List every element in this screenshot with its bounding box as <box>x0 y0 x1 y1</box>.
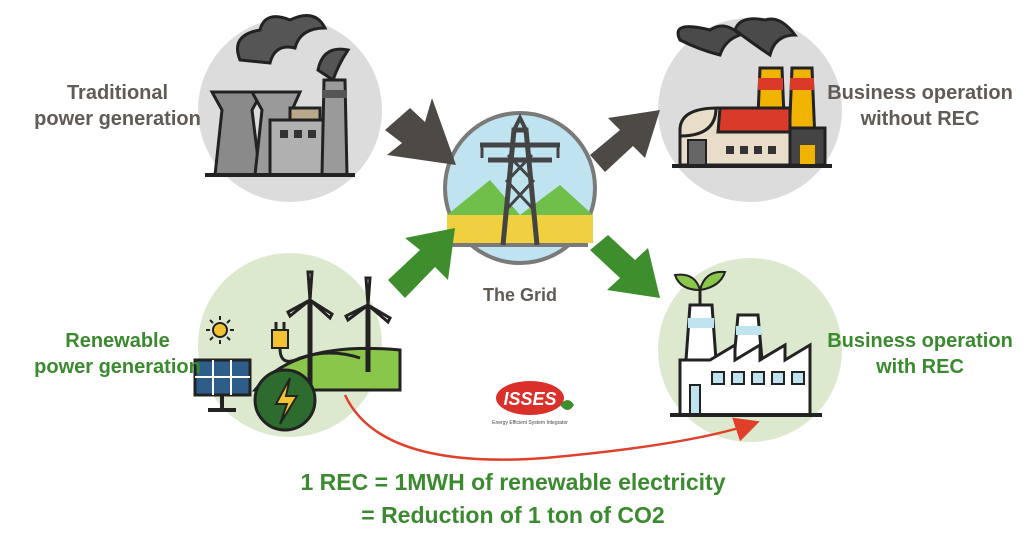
without-rec-label-line1: Business operation <box>827 82 1013 104</box>
with-rec-label-line2: with REC <box>876 356 964 378</box>
arrow-renewable-to-grid <box>388 228 455 298</box>
renewable-label-line1: Renewable <box>65 330 170 352</box>
arrow-grid-to-without-rec <box>590 110 660 172</box>
isses-logo: ISSES Energy Efficient System Integrator <box>492 381 574 426</box>
factory-with-rec-icon <box>670 270 822 417</box>
caption-line2: = Reduction of 1 ton of CO2 <box>361 502 665 528</box>
with-rec-label: Business operation with REC <box>820 328 1020 380</box>
with-rec-label-line1: Business operation <box>827 330 1013 352</box>
grid-tower-icon <box>443 111 597 265</box>
renewable-label-line2: power generation <box>34 356 201 378</box>
without-rec-label-line2: without REC <box>860 108 980 130</box>
logo-text: ISSES <box>503 389 556 409</box>
factory-without-rec-icon <box>672 17 832 168</box>
renewable-energy-icon <box>193 270 402 432</box>
power-plant-icon <box>205 14 355 177</box>
grid-label: The Grid <box>482 285 557 305</box>
logo-tagline: Energy Efficient System Integrator <box>492 420 568 426</box>
arrow-traditional-to-grid <box>385 98 456 165</box>
caption-line1: 1 REC = 1MWH of renewable electricity <box>300 469 726 495</box>
arrow-grid-to-with-rec <box>590 235 660 298</box>
without-rec-label: Business operation without REC <box>820 80 1020 132</box>
rec-curved-arrow <box>343 394 760 461</box>
traditional-label-line2: power generation <box>34 108 201 130</box>
traditional-label-line1: Traditional <box>66 82 169 104</box>
traditional-label: Traditional power generation <box>30 80 205 132</box>
renewable-label: Renewable power generation <box>30 328 205 380</box>
